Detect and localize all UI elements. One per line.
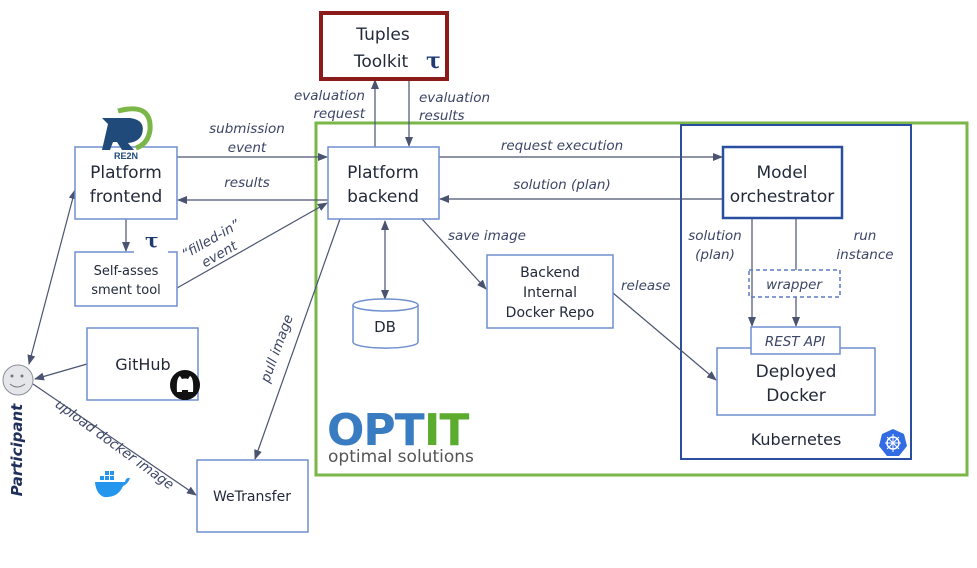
edges [27,79,800,496]
label-eval-results: evaluation [419,90,490,106]
participant-smiley-face-icon [2,364,34,396]
optit-container [314,121,969,477]
backend-label-2: backend [347,187,419,207]
label-solution-plan: solution (plan) [513,177,610,193]
optit-logo-opt: OPT [327,405,425,456]
deployed-docker-label-2: Docker [766,386,826,406]
backend-label: Platform [347,163,419,183]
wetransfer-box [196,459,309,533]
tuples-tau-icon-small: τ [145,228,158,252]
edge-pull-image [254,218,341,460]
label-upload-docker: upload docker image [52,396,177,493]
backend-docker-repo-box [486,254,614,329]
edge-save-image [421,218,487,290]
tuples-tau-icon: τ [426,48,441,74]
edge-filled-in-event [176,202,328,289]
label-results: results [224,175,270,191]
kubernetes-icon [879,429,907,456]
label-submission: submission [209,121,285,137]
self-assessment-label-2: sment tool [91,283,161,298]
orchestrator-label: Model [756,163,807,183]
tuples-title: Tuples [355,25,410,45]
platform-backend-box [327,146,440,220]
label-run-instance-2: instance [836,247,893,263]
label-save-image: save image [448,228,526,244]
db-label: DB [374,318,396,336]
edge-github-participant [34,363,88,381]
optit-logo: OPT IT optimal solutions [327,405,474,467]
label-request-execution: request execution [501,138,623,154]
kubernetes-label: Kubernetes [751,430,842,449]
tuples-toolkit-box [319,11,449,81]
deployed-docker-box [716,347,876,416]
rest-api-label: REST API [765,334,825,350]
label-eval-results-2: results [419,108,465,124]
edge-upload-docker [32,383,197,496]
edge-release [612,292,717,381]
self-assessment-label: Self-asses [94,264,159,279]
tuples-title-2: Toolkit [353,52,409,72]
docker-repo-label: Backend [520,265,580,281]
re2n-logo-text: RE2N [114,151,138,161]
label-eval-request: evaluation [294,88,365,104]
github-icon [170,370,200,400]
wrapper-box [748,269,841,298]
frontend-label-2: frontend [90,187,162,207]
frontend-label: Platform [90,163,162,183]
docker-repo-label-2: Internal [523,285,577,301]
label-eval-request-2: request [313,106,365,122]
label-solution-inner-2: (plan) [695,247,735,263]
self-assessment-box [74,251,178,307]
docker-repo-label-3: Docker Repo [506,305,595,321]
participant-label: Participant [8,403,26,496]
platform-frontend-box [74,146,178,220]
edge-frontend-participant [27,189,77,365]
deployed-docker-label: Deployed [756,362,837,382]
label-solution-inner: solution [688,228,741,244]
orchestrator-label-2: orchestrator [730,187,835,207]
re2n-logo: RE2N [102,106,153,161]
db-cylinder [352,298,419,349]
model-orchestrator-box [721,145,844,220]
optit-logo-it: IT [424,405,469,456]
github-label: GitHub [115,355,170,374]
rest-api-box [750,326,841,355]
label-run-instance: run [854,228,877,244]
label-pull-image: pull image [257,313,297,386]
optit-tagline: optimal solutions [328,447,474,467]
label-submission-2: event [228,140,267,156]
wrapper-label: wrapper [766,277,823,293]
label-release: release [621,278,671,294]
kubernetes-container [680,124,912,460]
wetransfer-label: WeTransfer [213,489,291,505]
docker-icon [95,471,130,498]
